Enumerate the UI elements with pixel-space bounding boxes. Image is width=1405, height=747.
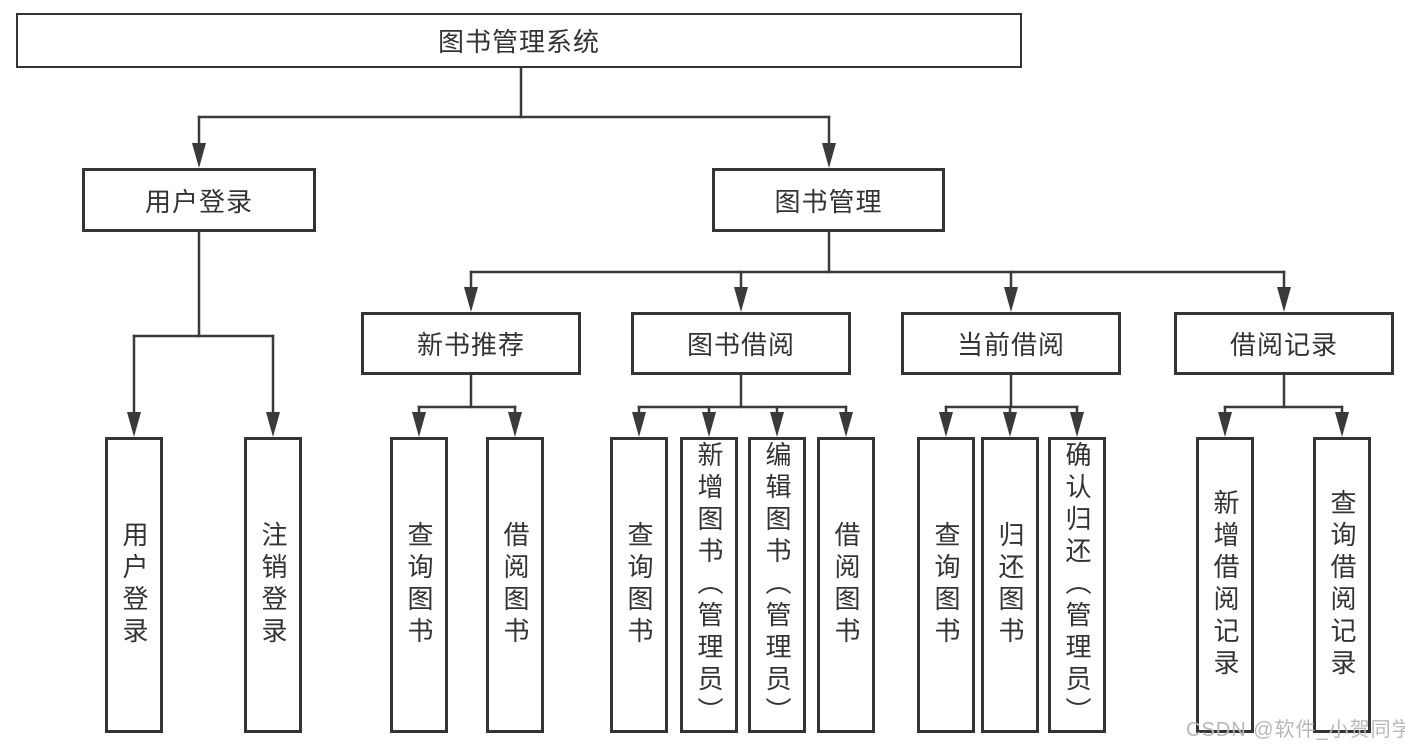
node-leaf-borrow-query-book: 查询图书	[610, 437, 668, 733]
watermark-text: CSDN @软件_小贺同学	[1186, 719, 1405, 741]
node-leaf-query-borrow-record: 查询借阅记录	[1313, 437, 1371, 733]
node-leaf-edit-book-admin: 编辑图书（管理员）	[748, 437, 806, 733]
node-leaf-add-book-admin: 新增图书（管理员）	[680, 437, 738, 733]
node-root: 图书管理系统	[16, 13, 1022, 68]
node-leaf-borrow-borrow-book: 借阅图书	[817, 437, 875, 733]
connector-arrowheads	[127, 143, 1349, 437]
node-leaf-return-book: 归还图书	[981, 437, 1039, 733]
node-leaf-confirm-return-admin: 确认归还（管理员）	[1048, 437, 1106, 733]
node-book-borrow: 图书借阅	[631, 312, 851, 375]
node-new-book-recommend-label: 新书推荐	[416, 330, 525, 360]
node-current-borrow: 当前借阅	[901, 312, 1121, 375]
node-book-management: 图书管理	[712, 168, 945, 232]
node-borrow-records: 借阅记录	[1174, 312, 1394, 375]
node-leaf-logout: 注销登录	[244, 437, 302, 733]
node-leaf-add-borrow-record: 新增借阅记录	[1196, 437, 1254, 733]
node-leaf-current-query-book: 查询图书	[917, 437, 975, 733]
node-root-label: 图书管理系统	[437, 27, 600, 57]
node-book-management-label: 图书管理	[774, 186, 883, 217]
node-user-login-label: 用户登录	[144, 186, 253, 217]
node-leaf-recommend-borrow-book: 借阅图书	[486, 437, 544, 733]
node-leaf-user-login: 用户登录	[105, 437, 163, 733]
node-leaf-recommend-query-book: 查询图书	[390, 437, 448, 733]
node-borrow-records-label: 借阅记录	[1229, 330, 1338, 360]
node-current-borrow-label: 当前借阅	[956, 330, 1065, 360]
node-book-borrow-label: 图书借阅	[686, 330, 795, 360]
node-user-login: 用户登录	[82, 168, 316, 232]
node-new-book-recommend: 新书推荐	[361, 312, 581, 375]
